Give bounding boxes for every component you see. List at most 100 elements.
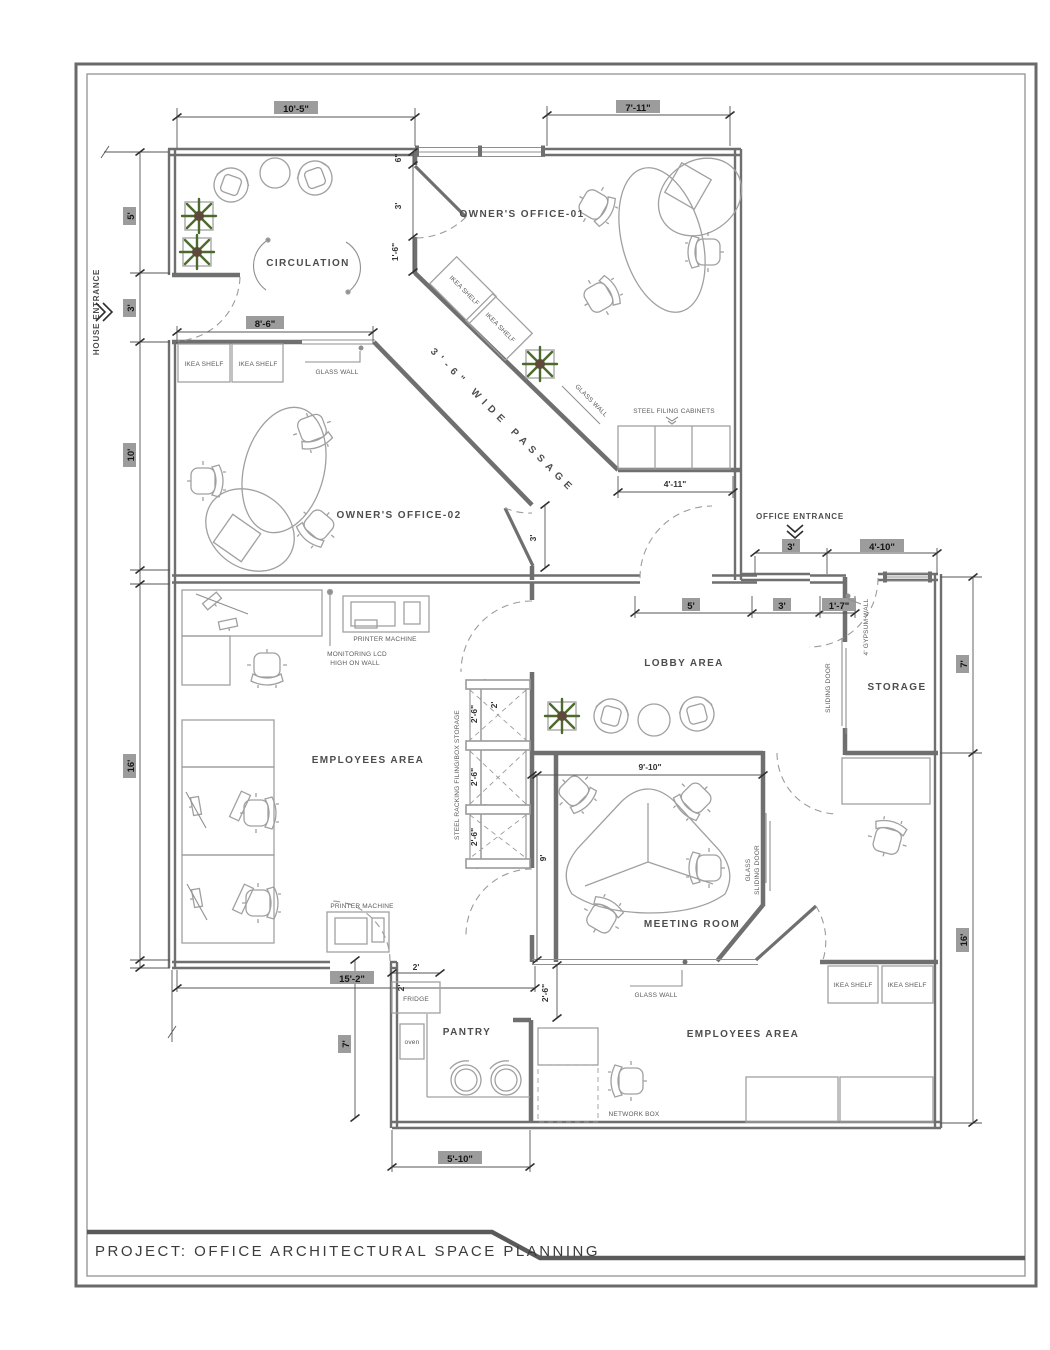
cpu-tower [231,883,255,915]
room-label-pantry: PANTRY [443,1027,491,1038]
glass-wall-label-passage: GLASS WALL [561,383,609,425]
dim-9: 9' [538,855,548,862]
office-chair [665,771,723,829]
dim-5-lobby: 5' [687,601,695,612]
dim-7-11: 7'-11" [625,103,650,114]
dimension-ticks [134,110,979,1172]
dim-2-rack: 2' [489,702,499,709]
dim-badge: 10'-5" [274,101,318,115]
network-box-label: NETWORK BOX [609,1111,660,1118]
dim-badge: 8'-6" [246,316,284,330]
glass-wall-text: GLASS WALL [635,992,678,999]
ikea-shelf-label: IKEA SHELF [448,275,481,308]
dim-badge: 7'-11" [616,100,660,114]
monitoring-lcd-label2: HIGH ON WALL [330,660,380,667]
fridge [391,981,441,1014]
office01-furniture [428,157,743,470]
room-label-meeting: MEETING ROOM [644,919,740,930]
dim-8-6: 8'-6" [255,319,276,330]
dim-10-5: 10'-5" [283,104,309,115]
entrance-arrow-icon [786,524,804,540]
house-entrance-text: HOUSE ENTRANCE [92,269,101,355]
labels-layer: CIRCULATION OWNER'S OFFICE-01 OWNER'S OF… [92,209,926,1118]
printer-machine-bottom [326,911,390,953]
dim-2-6-rack2: 2'-6" [469,768,479,786]
storage-sliding-door [841,638,847,734]
office-entrance-text: OFFICE ENTRANCE [756,512,844,521]
office-chair [239,792,280,834]
stool-back [449,1060,470,1070]
glass-wall-label-meeting: GLASS WALL [630,970,683,999]
steel-racking-label: STEEL RACKING FILING/BOX STORAGE [454,710,461,840]
desk [181,719,275,768]
desk-return [657,157,743,237]
desk [181,854,275,944]
window-entrance [883,571,932,583]
corridor-bottom-door [465,868,533,936]
dim-badge: 15'-2" [330,971,374,985]
room-label-office02: OWNER'S OFFICE-02 [336,510,461,521]
dim-3-door: 3' [393,203,403,210]
dim-badge: 10' [123,443,137,467]
desk [241,406,327,534]
meeting-table [565,788,731,914]
network-box-lower [537,1064,599,1123]
ikea-shelf-box [231,343,284,383]
dim-badge: 3' [782,539,800,553]
room-label-circulation: CIRCULATION [266,258,350,269]
right-region-furniture [841,757,931,863]
ikea-shelf-box [177,343,231,383]
office-chair [287,405,340,458]
glass-wall-label-office02: GLASS WALL [305,345,364,376]
dim-5-10: 5'-10" [447,1154,473,1165]
dim-badge: 7' [338,1035,352,1053]
dim-9-10: 9'-10" [638,762,661,772]
dim-badge: 16' [123,754,137,778]
stool-back [489,1060,510,1070]
office-chair [863,812,914,863]
glass-sliding-door-label1: GLASS [745,858,752,881]
sliding-door-label: SLIDING DOOR [825,663,832,713]
dim-16: 16' [126,760,137,773]
dim-badge: 5'-10" [438,1151,482,1165]
arrow-down-icon [665,416,679,425]
dim-badge: 4'-10" [860,539,904,553]
tub-chair [208,162,254,208]
cpu-tower [228,790,252,822]
ikea-shelf-label: IKEA SHELF [238,361,277,368]
furniture-layer [177,155,934,1123]
tub-chair [675,692,719,736]
employees-left-furniture [181,588,531,953]
dim-4-10: 4'-10" [869,542,895,553]
side-table [259,157,291,189]
steel-filing-cabinets-label: STEEL FILING CABINETS [633,408,715,425]
dim-badge: 3' [773,598,791,612]
dim-5: 5' [126,212,137,220]
entrance-arrow-icon [95,302,114,322]
passage-lobby-door [639,505,713,579]
dim-10: 10' [126,449,137,462]
meeting-se-door [754,904,827,962]
room-label-employees-left: EMPLOYEES AREA [312,755,425,766]
dim-6in: 6" [393,154,403,163]
office01-door [413,164,468,239]
office-chair [607,1060,648,1102]
sheet-frame: PROJECT: OFFICE ARCHITECTURAL SPACE PLAN… [74,62,1038,1288]
desk [618,167,706,313]
room-label-office01: OWNER'S OFFICE-01 [459,209,584,220]
office02-furniture [177,343,346,572]
house-entrance-door [175,276,241,342]
dim-15-2: 15'-2" [339,974,365,985]
employees-door [460,600,533,673]
oven [399,1023,425,1060]
desk-corner [663,161,713,211]
dim-badge: 3' [123,299,137,317]
dim-7: 7' [341,1040,352,1048]
office-entrance-door [808,577,879,648]
glass-wall-text: GLASS WALL [316,369,359,376]
office-chair [186,460,227,502]
office-entrance-label: OFFICE ENTRANCE [756,512,844,540]
meeting-furniture [547,764,731,944]
office02-door [503,507,535,567]
